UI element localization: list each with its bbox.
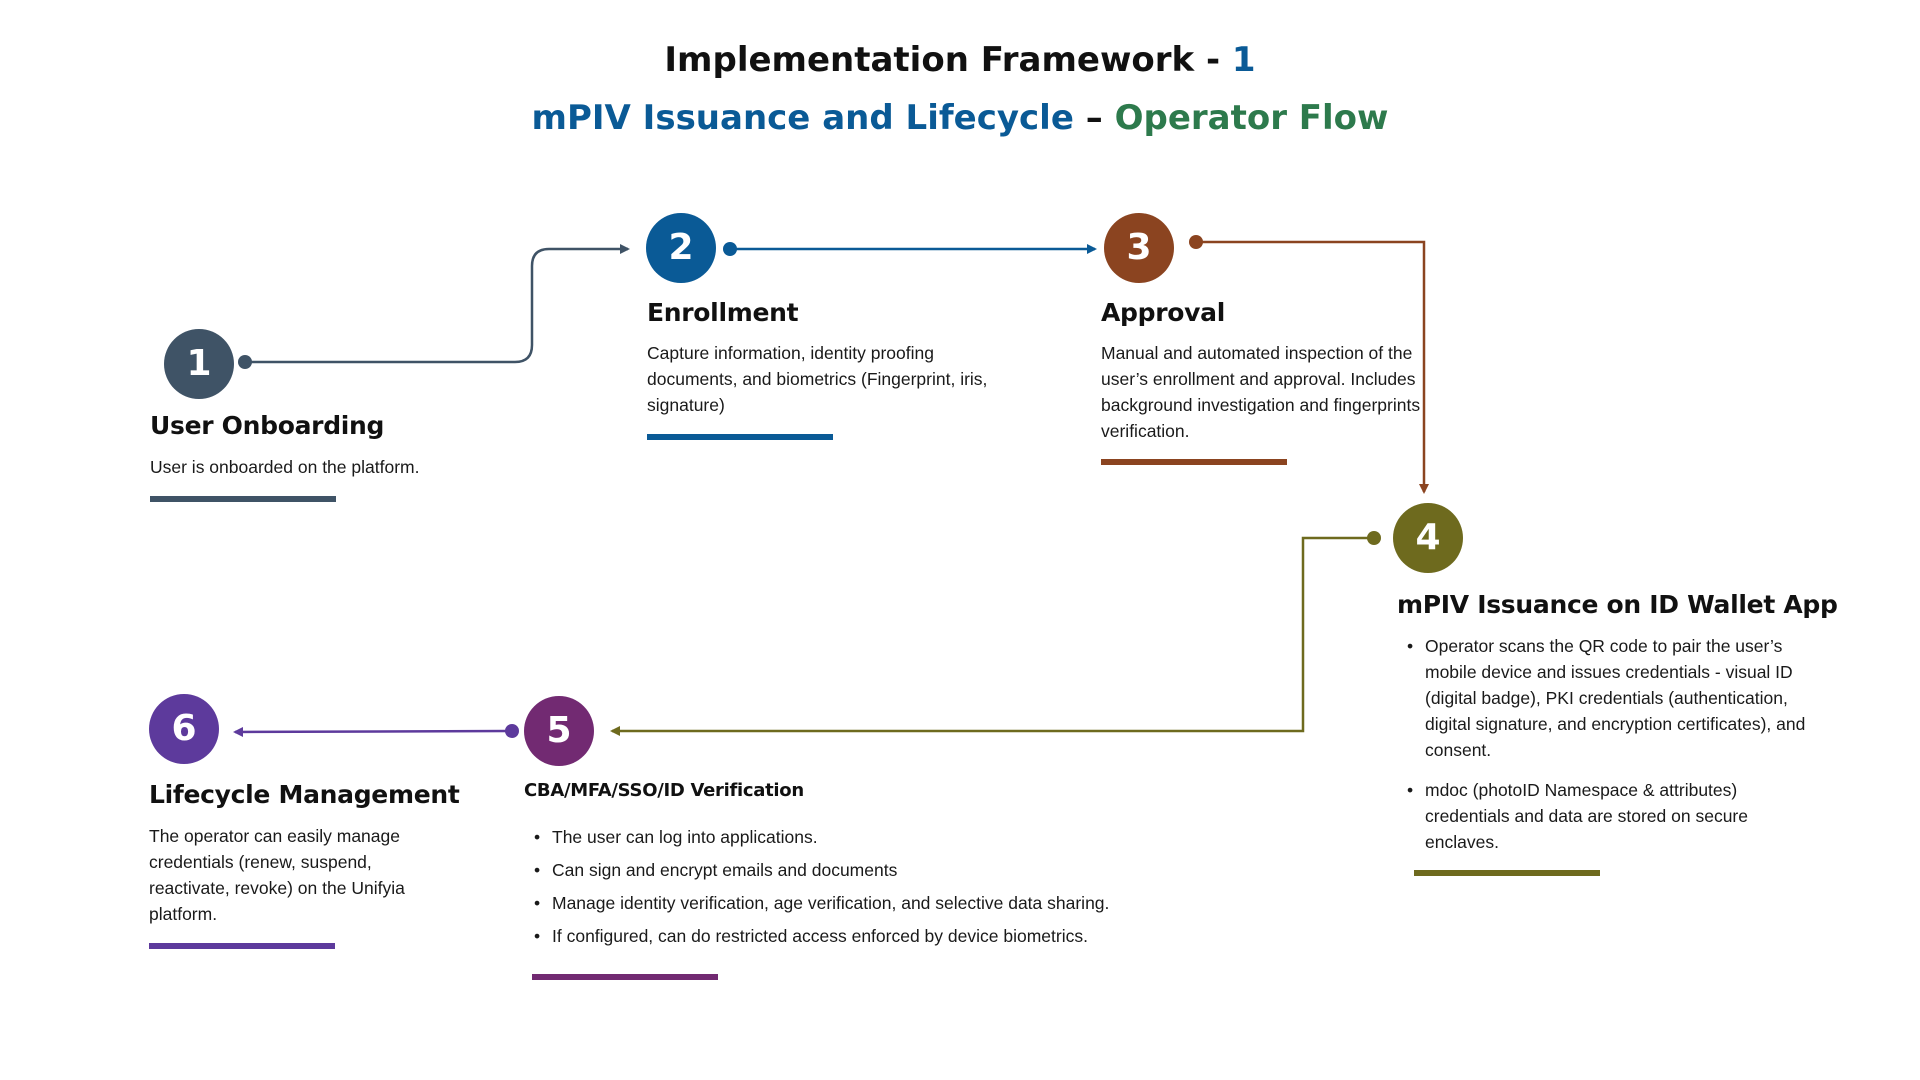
- subtitle-part2: Operator Flow: [1114, 98, 1389, 138]
- step-2-description: Capture information, identity proofing d…: [647, 343, 988, 415]
- step-1-title: User Onboarding: [150, 411, 385, 440]
- connector-3-to-4: [1189, 235, 1429, 494]
- step-4-bullet-list: •Operator scans the QR code to pair the …: [1405, 633, 1815, 869]
- connector-4-to-5: [610, 531, 1381, 736]
- step-5-title: CBA/MFA/SSO/ID Verification: [524, 780, 804, 801]
- connector-2-to-3: [723, 242, 1097, 256]
- step-4-underline: [1414, 870, 1600, 876]
- step-5-badge: 5: [524, 696, 594, 766]
- subtitle-part1: mPIV Issuance and Lifecycle: [531, 98, 1074, 138]
- step-5-underline: [532, 974, 718, 980]
- page-title: Implementation Framework - 1: [0, 40, 1920, 80]
- step-6-description: The operator can easily manage credentia…: [149, 826, 405, 924]
- step-6-title: Lifecycle Management: [149, 780, 460, 809]
- bullet-text: The user can log into applications.: [552, 827, 818, 847]
- list-item: •The user can log into applications.: [534, 827, 818, 847]
- bullet-text: Can sign and encrypt emails and document…: [552, 860, 898, 880]
- bullet-text: Manage identity verification, age verifi…: [552, 893, 1110, 913]
- step-5-bullet-list: •The user can log into applications. •Ca…: [532, 824, 1172, 956]
- bullet-text: If configured, can do restricted access …: [552, 926, 1088, 946]
- step-1-badge: 1: [164, 329, 234, 399]
- step-2-underline: [647, 434, 833, 440]
- list-item: •If configured, can do restricted access…: [534, 926, 1088, 946]
- connector-1-to-2: [238, 244, 630, 369]
- title-text: Implementation Framework -: [664, 40, 1232, 80]
- step-2-title: Enrollment: [647, 298, 799, 327]
- step-2-badge: 2: [646, 213, 716, 283]
- step-6-underline: [149, 943, 335, 949]
- list-item: •Can sign and encrypt emails and documen…: [534, 860, 898, 880]
- title-number: 1: [1231, 40, 1256, 80]
- bullet-text: Operator scans the QR code to pair the u…: [1425, 636, 1806, 760]
- step-4-badge: 4: [1393, 503, 1463, 573]
- step-6-badge: 6: [149, 694, 219, 764]
- list-item: •Manage identity verification, age verif…: [534, 893, 1110, 913]
- step-3-title: Approval: [1101, 298, 1225, 327]
- step-3-badge: 3: [1104, 213, 1174, 283]
- list-item: •Operator scans the QR code to pair the …: [1407, 636, 1806, 760]
- step-3-underline: [1101, 459, 1287, 465]
- bullet-text: mdoc (photoID Namespace & attributes) cr…: [1425, 780, 1748, 852]
- list-item: •mdoc (photoID Namespace & attributes) c…: [1407, 780, 1748, 852]
- subtitle-separator: –: [1073, 98, 1115, 138]
- step-4-title: mPIV Issuance on ID Wallet App: [1397, 590, 1838, 619]
- step-1-description: User is onboarded on the platform.: [150, 457, 420, 477]
- step-3-description: Manual and automated inspection of the u…: [1101, 343, 1421, 441]
- step-1-underline: [150, 496, 336, 502]
- page-subtitle: mPIV Issuance and Lifecycle – Operator F…: [0, 98, 1920, 138]
- connector-5-to-6: [233, 724, 519, 738]
